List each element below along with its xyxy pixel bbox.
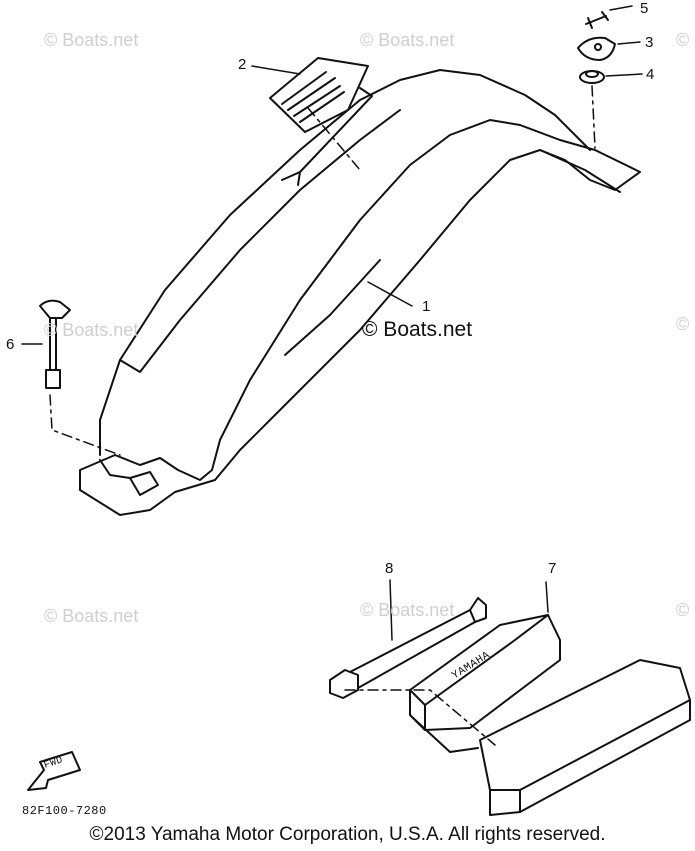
copyright-notice: ©2013 Yamaha Motor Corporation, U.S.A. A… <box>89 824 606 845</box>
diagram-code: 82F100-7280 <box>22 804 107 818</box>
strap-part-8 <box>329 597 487 699</box>
decal-part-2 <box>269 57 369 133</box>
box-part-7 <box>409 614 691 816</box>
watermark-low-center: © Boats.net <box>360 600 455 620</box>
callout-part-4: 4 <box>646 66 655 83</box>
fwd-arrow-icon <box>27 751 81 791</box>
watermark-low-right-edge: © <box>676 600 690 620</box>
assembly-lines <box>49 85 596 746</box>
callout-part-1: 1 <box>422 298 431 315</box>
callout-part-5: 5 <box>640 0 649 17</box>
pin-part-5 <box>585 11 609 29</box>
callout-part-3: 3 <box>645 34 654 51</box>
callout-part-2: 2 <box>238 56 247 73</box>
watermark-mid-left: © Boats.net <box>44 320 139 340</box>
callout-part-8: 8 <box>385 560 394 577</box>
leader-lines <box>21 5 643 641</box>
grommet-part-4 <box>579 70 605 84</box>
fender-part-1 <box>79 69 641 516</box>
watermark-mid-right-edge: © <box>676 314 690 334</box>
watermark-top-right-edge: © <box>676 30 690 50</box>
bolt-part-6 <box>39 299 71 389</box>
watermark-top-center: © Boats.net <box>360 30 455 50</box>
callout-part-7: 7 <box>548 560 557 577</box>
watermark-low-left: © Boats.net <box>44 606 139 626</box>
watermark-main: © Boats.net <box>362 318 473 341</box>
watermark-top-left: © Boats.net <box>44 30 139 50</box>
cap-part-3 <box>577 36 616 61</box>
callout-part-6: 6 <box>6 336 15 353</box>
